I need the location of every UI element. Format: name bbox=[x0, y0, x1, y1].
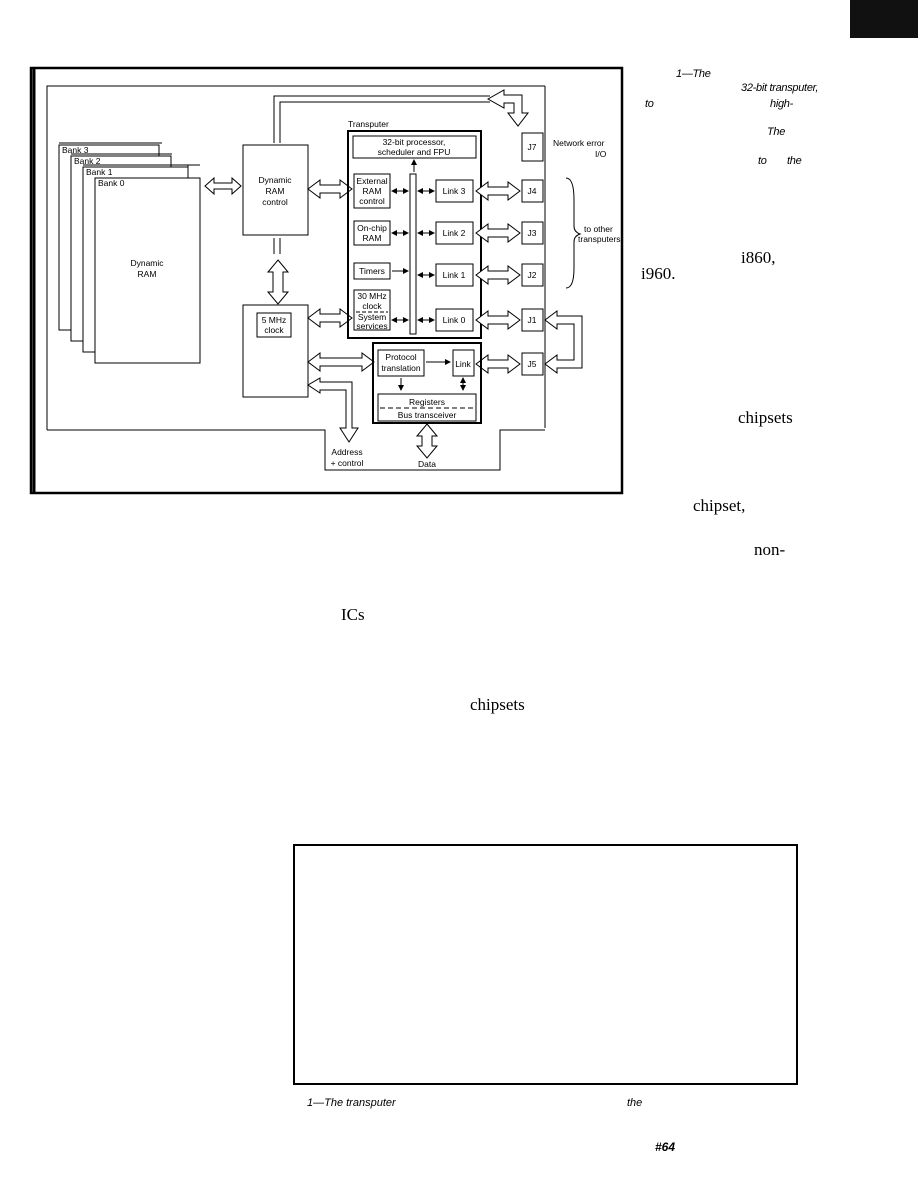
connector-j2: J2 bbox=[528, 270, 537, 280]
bus-transceiver-label: Bus transceiver bbox=[398, 410, 457, 420]
ram-banks: Bank 3 Bank 2 Bank 1 Bank 0 Dynamic RAM bbox=[58, 142, 201, 364]
data-label: Data bbox=[418, 459, 436, 469]
bank-2-label: Bank 2 bbox=[74, 156, 101, 166]
side-text-3: to bbox=[645, 98, 654, 110]
figure-2-caption-1: 1—The transputer bbox=[307, 1097, 396, 1109]
transputer-block-diagram: Bank 3 Bank 2 Bank 1 Bank 0 Dynamic RAM … bbox=[29, 66, 624, 495]
svg-text:30 MHz: 30 MHz bbox=[357, 291, 386, 301]
dram-control-box bbox=[242, 144, 309, 236]
side-text-4: high- bbox=[770, 98, 793, 110]
registers-label: Registers bbox=[409, 397, 445, 407]
side-text-14: chipsets bbox=[470, 695, 525, 714]
svg-text:RAM: RAM bbox=[363, 186, 382, 196]
clock-5mhz-label-2: clock bbox=[264, 325, 284, 335]
bank-3-label: Bank 3 bbox=[62, 145, 89, 155]
protocol-label: Protocol bbox=[385, 352, 416, 362]
transputer-label: Transputer bbox=[348, 119, 389, 129]
processor-label-1: 32-bit processor, bbox=[383, 137, 446, 147]
corner-mark bbox=[850, 0, 918, 38]
dram-control-label-2: RAM bbox=[266, 186, 285, 196]
processor-label-2: scheduler and FPU bbox=[378, 147, 451, 157]
side-text-7: the bbox=[787, 155, 802, 167]
side-text-13: ICs bbox=[341, 605, 365, 624]
svg-text:services: services bbox=[356, 321, 387, 331]
svg-text:External: External bbox=[356, 176, 387, 186]
svg-text:clock: clock bbox=[362, 301, 382, 311]
control-label: + control bbox=[331, 458, 364, 468]
svg-text:RAM: RAM bbox=[363, 233, 382, 243]
network-error-label: Network error bbox=[553, 138, 605, 148]
side-text-9: i960. bbox=[641, 264, 676, 283]
side-text-5: The bbox=[767, 126, 786, 138]
dynamic-ram-label-1: Dynamic bbox=[130, 258, 164, 268]
connector-j1: J1 bbox=[528, 315, 537, 325]
clock-5mhz-label-1: 5 MHz bbox=[262, 315, 287, 325]
svg-text:control: control bbox=[359, 196, 385, 206]
address-label: Address bbox=[331, 447, 362, 457]
side-text-12: non- bbox=[754, 540, 786, 559]
side-text-1: 1—The bbox=[676, 68, 711, 80]
to-other-label: to other bbox=[584, 224, 613, 234]
bank-0-label: Bank 0 bbox=[98, 178, 125, 188]
figure-2-caption-2: the bbox=[627, 1097, 643, 1109]
svg-text:Timers: Timers bbox=[359, 266, 385, 276]
link-0-label: Link 0 bbox=[443, 315, 466, 325]
svg-text:On-chip: On-chip bbox=[357, 223, 387, 233]
side-text-6: to bbox=[758, 155, 767, 167]
connector-j3: J3 bbox=[528, 228, 537, 238]
svg-text:System: System bbox=[358, 312, 386, 322]
protocol-link-label: Link bbox=[455, 359, 471, 369]
dram-control-label-3: control bbox=[262, 197, 288, 207]
link-2-label: Link 2 bbox=[443, 228, 466, 238]
dram-control-label-1: Dynamic bbox=[258, 175, 292, 185]
side-text-10: chipsets bbox=[738, 408, 793, 427]
side-text-2: 32-bit transputer, bbox=[741, 82, 819, 94]
connector-j4: J4 bbox=[528, 186, 537, 196]
transputers-label: transputers bbox=[578, 234, 621, 244]
figure-2-frame bbox=[293, 844, 798, 1085]
connector-j5: J5 bbox=[528, 359, 537, 369]
bank-1-label: Bank 1 bbox=[86, 167, 113, 177]
link-3-label: Link 3 bbox=[443, 186, 466, 196]
side-text-11: chipset, bbox=[693, 496, 746, 515]
side-text-8: i860, bbox=[741, 248, 776, 267]
dynamic-ram-label-2: RAM bbox=[138, 269, 157, 279]
translation-label: translation bbox=[381, 363, 420, 373]
connector-j7: J7 bbox=[528, 142, 537, 152]
page-number: #64 bbox=[655, 1140, 676, 1154]
figure-frame bbox=[29, 66, 624, 495]
io-label: I/O bbox=[595, 149, 607, 159]
link-1-label: Link 1 bbox=[443, 270, 466, 280]
